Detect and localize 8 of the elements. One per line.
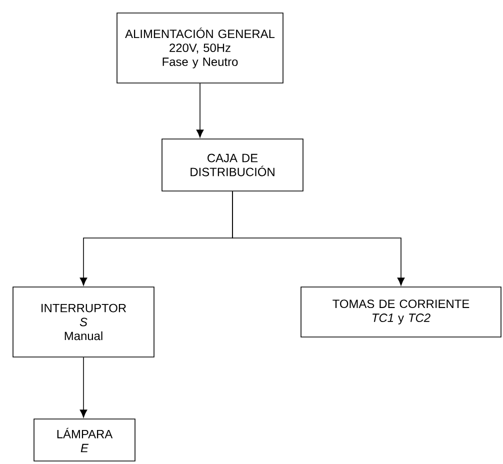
process-box: LÁMPARA E [34, 418, 136, 462]
process-box: TOMAS DE CORRIENTE TC1 y TC2 [300, 286, 502, 338]
process-box: INTERRUPTOR S Manual [12, 286, 154, 358]
arrow [196, 83, 204, 138]
process-box: ALIMENTACIÓN GENERAL 220V, 50Hz Fase y Neutro [116, 12, 284, 84]
process-box: CAJA DE DISTRIBUCIÓN [162, 138, 304, 192]
arrow [232, 190, 405, 286]
arrow [80, 357, 88, 418]
